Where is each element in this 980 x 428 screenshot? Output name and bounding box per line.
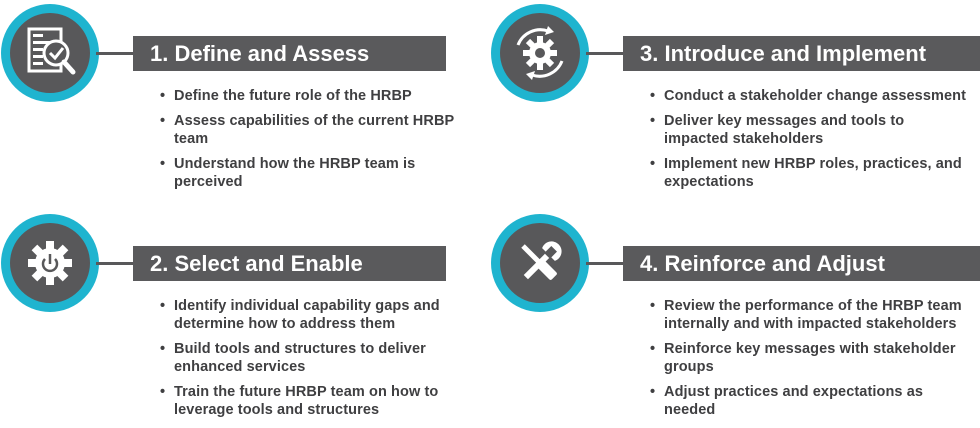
connector-line xyxy=(96,52,136,55)
bullet-item: Review the performance of the HRBP team … xyxy=(650,297,970,333)
connector-line xyxy=(586,262,626,265)
step-reinforce-adjust: 4. Reinforce and Adjust Review the perfo… xyxy=(490,210,980,424)
step-title: 3. Introduce and Implement xyxy=(623,36,980,71)
step-1-icon-ring xyxy=(1,4,99,102)
connector-line xyxy=(96,262,136,265)
bullet-item: Deliver key messages and tools to impact… xyxy=(650,112,970,148)
bullet-item: Assess capabilities of the current HRBP … xyxy=(160,112,480,148)
step-define-assess: 1. Define and Assess Define the future r… xyxy=(0,0,490,214)
step-bullet-list: Identify individual capability gaps and … xyxy=(160,297,480,426)
bullet-item: Define the future role of the HRBP xyxy=(160,87,480,105)
step-4-icon-ring xyxy=(491,214,589,312)
gear-power-icon xyxy=(10,223,90,303)
bullet-item: Conduct a stakeholder change assessment xyxy=(650,87,970,105)
gear-cycle-icon xyxy=(500,13,580,93)
connector-line xyxy=(586,52,626,55)
step-2-icon-ring xyxy=(1,214,99,312)
step-introduce-implement: 3. Introduce and Implement Conduct a sta… xyxy=(490,0,980,214)
step-title: 4. Reinforce and Adjust xyxy=(623,246,980,281)
step-bullet-list: Conduct a stakeholder change assessment … xyxy=(650,87,970,198)
checklist-magnifier-icon xyxy=(10,13,90,93)
bullet-item: Build tools and structures to deliver en… xyxy=(160,340,480,376)
step-3-icon-ring xyxy=(491,4,589,102)
wrench-screwdriver-icon xyxy=(500,223,580,303)
step-bullet-list: Define the future role of the HRBP Asses… xyxy=(160,87,480,198)
bullet-item: Implement new HRBP roles, practices, and… xyxy=(650,155,970,191)
step-title: 1. Define and Assess xyxy=(133,36,446,71)
step-bullet-list: Review the performance of the HRBP team … xyxy=(650,297,970,426)
bullet-item: Adjust practices and expectations as nee… xyxy=(650,383,970,419)
step-select-enable: 2. Select and Enable Identify individual… xyxy=(0,210,490,424)
bullet-item: Understand how the HRBP team is perceive… xyxy=(160,155,480,191)
bullet-item: Train the future HRBP team on how to lev… xyxy=(160,383,480,419)
step-title: 2. Select and Enable xyxy=(133,246,446,281)
bullet-item: Identify individual capability gaps and … xyxy=(160,297,480,333)
bullet-item: Reinforce key messages with stakeholder … xyxy=(650,340,970,376)
